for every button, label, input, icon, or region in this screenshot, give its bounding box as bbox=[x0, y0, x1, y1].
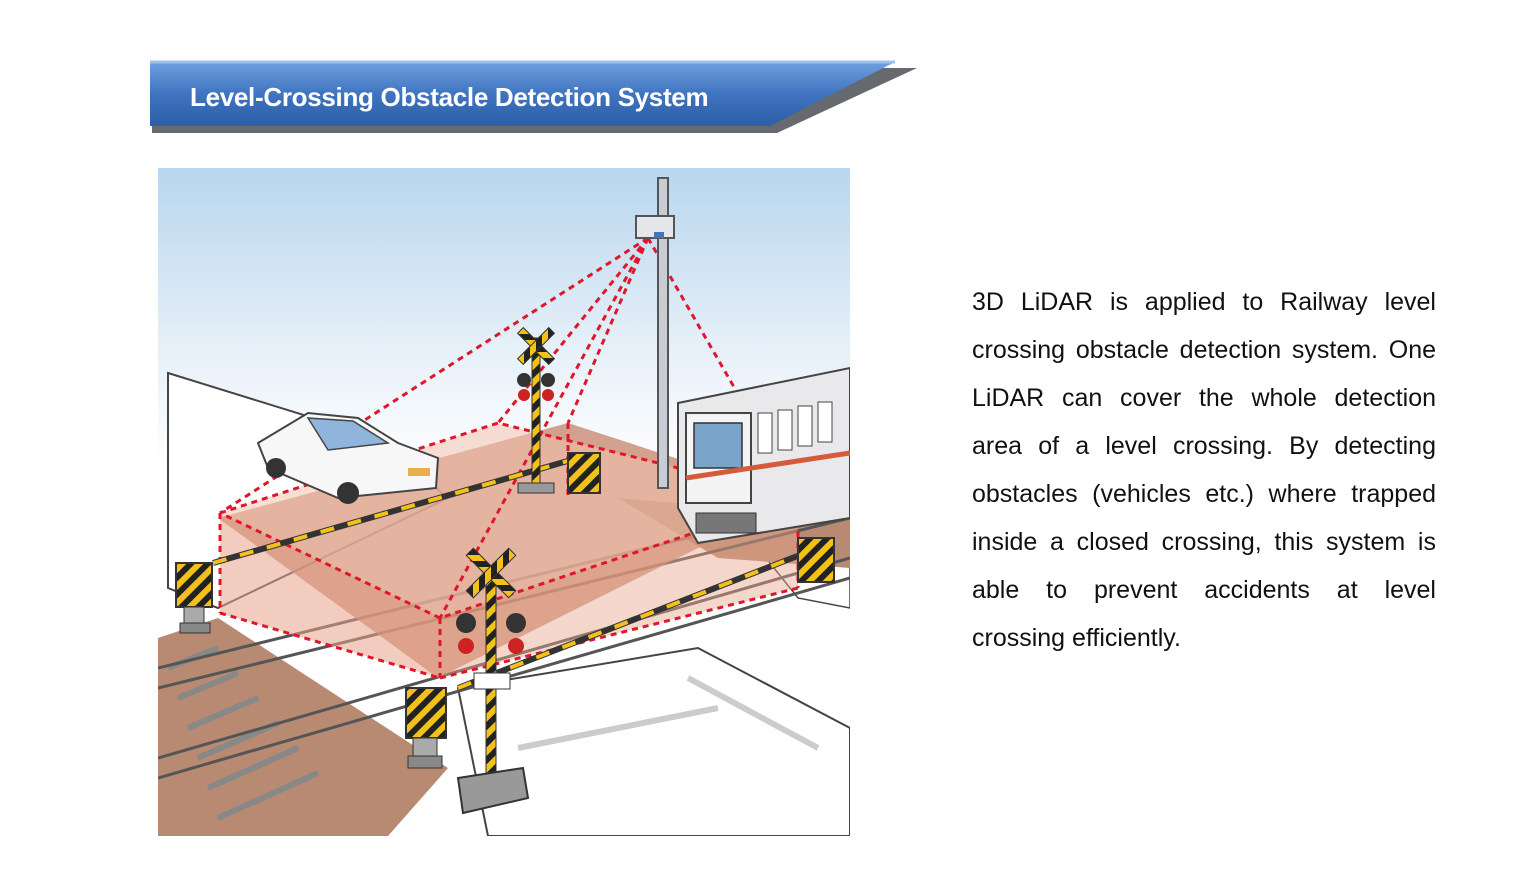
level-crossing-illustration bbox=[158, 168, 850, 836]
crossing-gate-icon bbox=[175, 452, 835, 769]
page-title: Level-Crossing Obstacle Detection System bbox=[190, 82, 709, 112]
car-icon bbox=[256, 411, 440, 504]
crossing-signal-icon bbox=[456, 326, 556, 815]
description-text: 3D LiDAR is applied to Railway level cro… bbox=[972, 288, 1436, 652]
train-icon bbox=[677, 366, 850, 545]
header-banner bbox=[150, 60, 917, 133]
lidar-sensor-icon bbox=[635, 177, 675, 489]
banner-fill bbox=[150, 62, 895, 126]
road-front bbox=[456, 646, 850, 836]
